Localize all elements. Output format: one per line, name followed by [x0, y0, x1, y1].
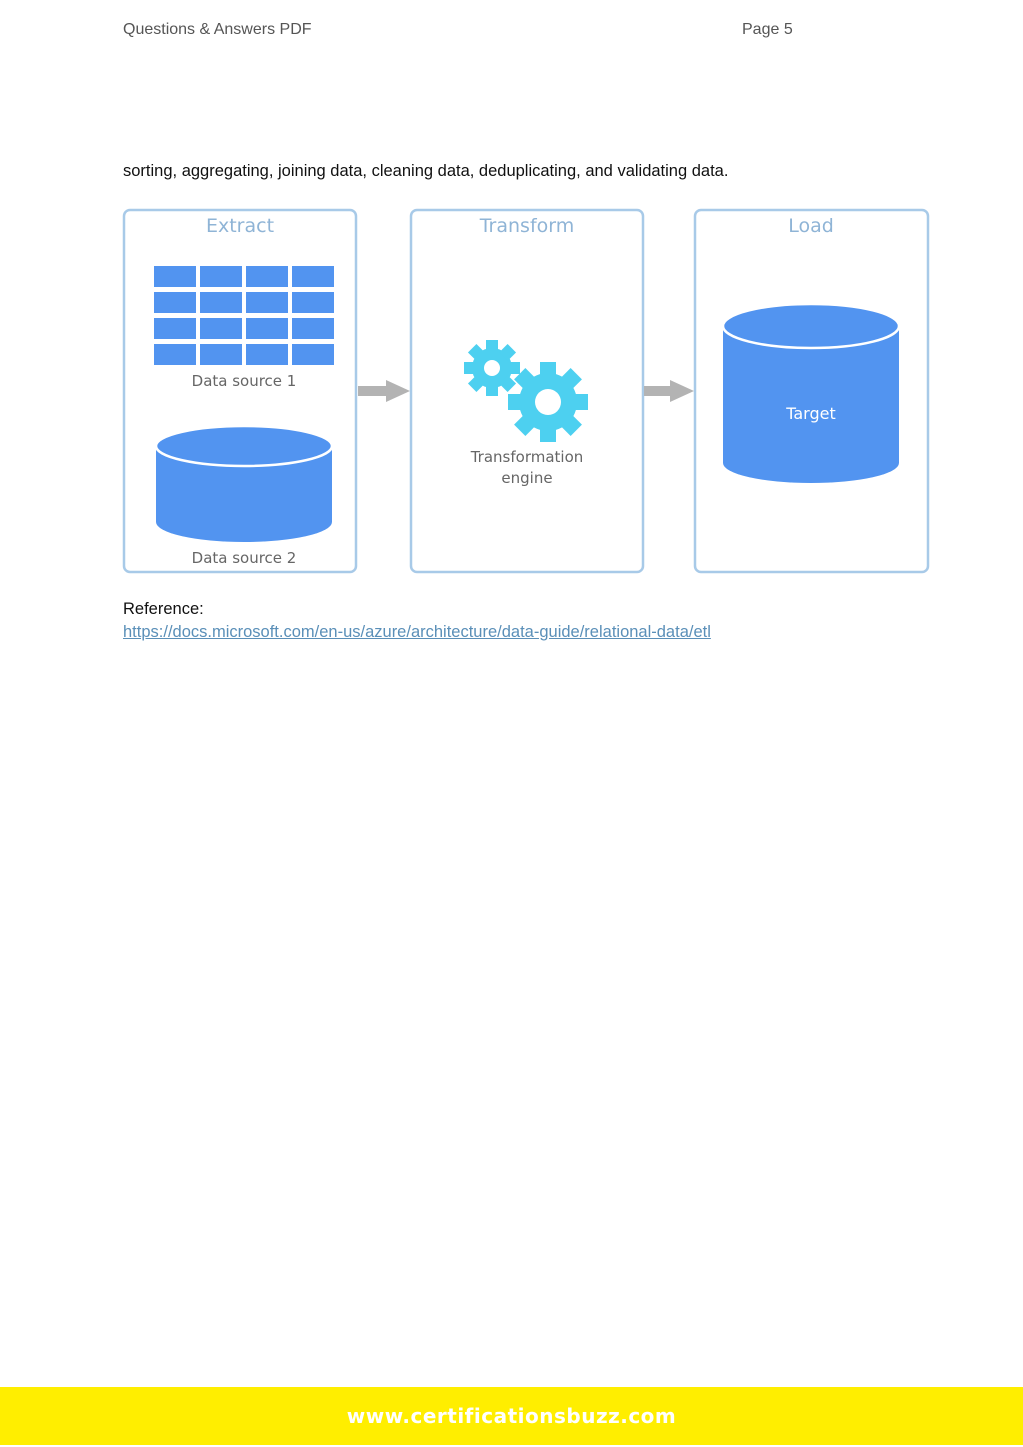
database-icon	[721, 302, 901, 483]
gears-icon	[464, 340, 588, 442]
engine-label-line1: Transformation	[470, 448, 584, 466]
body-paragraph: sorting, aggregating, joining data, clea…	[123, 162, 729, 180]
data-source-2-label: Data source 2	[192, 549, 297, 567]
transform-title: Transform	[479, 215, 575, 237]
data-source-1-label: Data source 1	[192, 372, 297, 390]
database-icon	[154, 424, 334, 542]
engine-label-line2: engine	[501, 469, 552, 487]
arrow-right-icon	[644, 380, 694, 402]
reference-label: Reference:	[123, 600, 204, 618]
reference-link[interactable]: https://docs.microsoft.com/en-us/azure/a…	[123, 623, 711, 641]
header-title: Questions & Answers PDF	[123, 21, 312, 38]
page-number: Page 5	[742, 21, 793, 38]
transform-panel: Transform	[409, 208, 645, 574]
extract-title: Extract	[206, 215, 274, 237]
footer-bar: www.certificationsbuzz.com	[0, 1387, 1023, 1445]
load-title: Load	[788, 215, 834, 237]
load-panel: Load Target	[693, 208, 930, 574]
extract-panel: Extract Data source 1 Data source 2	[122, 208, 358, 574]
arrow-right-icon	[358, 380, 410, 402]
target-label: Target	[785, 404, 836, 423]
footer-website[interactable]: www.certificationsbuzz.com	[346, 1404, 677, 1428]
table-icon	[154, 266, 334, 365]
etl-diagram: Extract Data source 1 Data source 2 Tran…	[122, 208, 932, 576]
